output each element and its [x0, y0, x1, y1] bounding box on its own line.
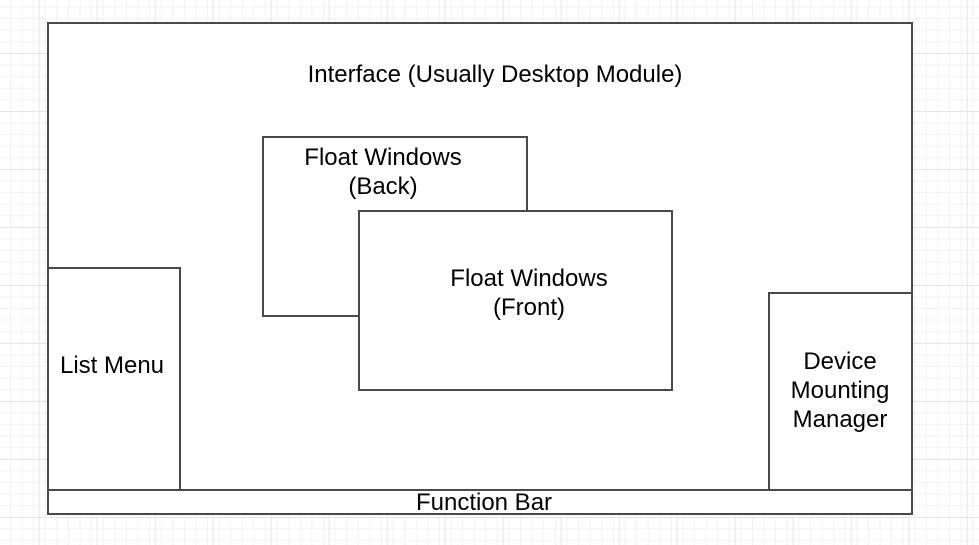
float-windows-front-label: Float Windows (Front)	[450, 264, 607, 322]
function-bar-box	[47, 489, 913, 515]
float-windows-front-label-line2: (Front)	[492, 294, 565, 321]
function-bar-label: Function Bar	[415, 489, 553, 516]
float-windows-front-label-line1: Float Windows	[450, 265, 608, 292]
float-windows-back-label-line2: (Back)	[348, 173, 418, 200]
device-mounting-manager-label-line1: Device	[803, 348, 877, 375]
float-windows-back-label: Float Windows (Back)	[304, 143, 461, 201]
device-mounting-manager-box	[768, 292, 913, 491]
float-windows-back-label-line1: Float Windows	[304, 144, 462, 171]
device-mounting-manager-label: Device Mounting Manager	[791, 347, 890, 434]
float-windows-front-box	[358, 210, 673, 391]
interface-label: Interface (Usually Desktop Module)	[307, 61, 683, 88]
device-mounting-manager-label-line3: Manager	[792, 406, 888, 433]
list-menu-box	[47, 267, 181, 491]
device-mounting-manager-label-line2: Mounting	[790, 377, 890, 404]
list-menu-label: List Menu	[59, 352, 165, 379]
